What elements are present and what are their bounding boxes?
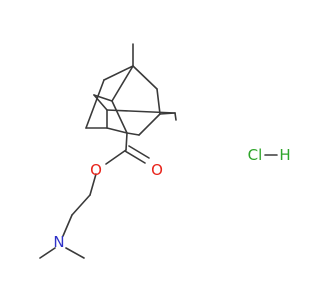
bond (159, 112, 176, 115)
molecule-structure: O O N Cl H (39, 43, 291, 259)
bond (111, 100, 128, 134)
bond (124, 150, 146, 164)
bond (106, 109, 176, 114)
bond (174, 112, 177, 121)
bond (71, 194, 91, 216)
bond (126, 132, 140, 136)
bond (85, 79, 105, 129)
bond (65, 247, 85, 259)
bond (62, 214, 73, 237)
bond (138, 113, 161, 136)
bond (156, 88, 161, 115)
bond (128, 145, 150, 159)
nitrogen-amine-label: N (53, 233, 64, 251)
oxygen-carbonyl-label: O (151, 161, 163, 179)
bond (103, 65, 134, 81)
bond (132, 65, 158, 90)
bond (106, 127, 128, 134)
atom-labels: O O N Cl H (53, 146, 290, 251)
bond (105, 149, 127, 165)
bond (89, 173, 97, 196)
bond (93, 94, 113, 102)
bond (93, 94, 108, 111)
bond (39, 247, 56, 259)
chlorine-label: Cl (248, 146, 263, 164)
skeleton-bonds (39, 43, 278, 259)
bond (111, 65, 134, 102)
hydrogen-label: H (279, 146, 290, 164)
bond (125, 132, 128, 151)
oxygen-ester-label: O (90, 161, 102, 179)
